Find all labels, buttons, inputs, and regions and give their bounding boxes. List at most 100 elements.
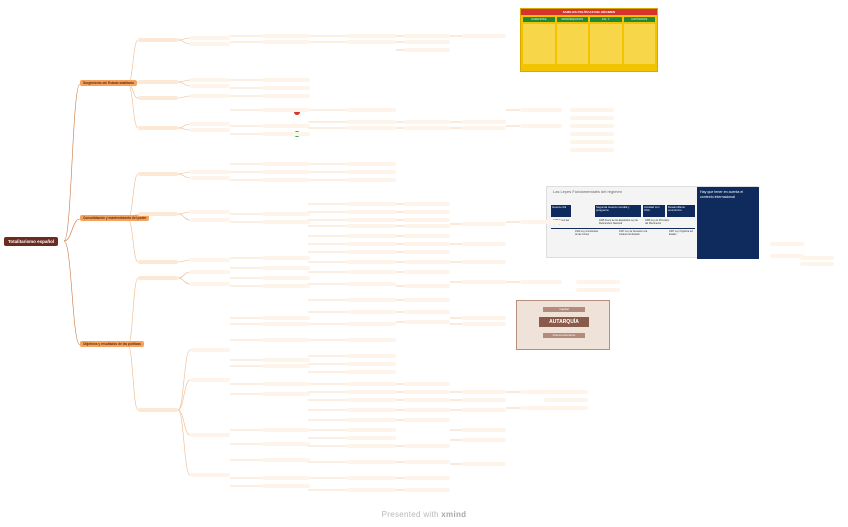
leaf-topic[interactable] [462, 438, 506, 442]
leaf-topic[interactable] [570, 116, 614, 120]
leaf-topic[interactable] [404, 444, 450, 448]
leaf-topic[interactable] [544, 390, 588, 394]
leaf-topic[interactable] [544, 398, 588, 402]
leaf-topic[interactable] [462, 462, 506, 466]
leaf-topic[interactable] [262, 94, 310, 98]
subtopic[interactable] [138, 126, 178, 130]
subtopic[interactable] [138, 38, 178, 42]
subtopic[interactable] [138, 260, 178, 264]
leaf-topic[interactable] [346, 370, 396, 374]
leaf-topic[interactable] [262, 284, 310, 288]
leaf-topic[interactable] [404, 218, 450, 222]
leaf-topic[interactable] [346, 338, 396, 342]
leaf-topic[interactable] [262, 256, 310, 260]
leaf-topic[interactable] [570, 132, 614, 136]
leaf-topic[interactable] [190, 176, 230, 180]
leaf-topic[interactable] [462, 428, 506, 432]
leaf-topic[interactable] [520, 406, 562, 410]
leaf-topic[interactable] [346, 460, 396, 464]
leaf-topic[interactable] [404, 460, 450, 464]
leaf-topic[interactable] [262, 322, 310, 326]
leaf-topic[interactable] [462, 322, 506, 326]
leaf-topic[interactable] [346, 436, 396, 440]
leaf-topic[interactable] [190, 94, 230, 98]
leaf-topic[interactable] [462, 398, 506, 402]
leaf-topic[interactable] [800, 262, 834, 266]
leaf-topic[interactable] [346, 282, 396, 286]
leaf-topic[interactable] [404, 48, 450, 52]
leaf-topic[interactable] [190, 270, 230, 274]
leaf-topic[interactable] [262, 358, 310, 362]
leaf-topic[interactable] [462, 260, 506, 264]
leaf-topic[interactable] [404, 284, 450, 288]
leaf-topic[interactable] [346, 418, 396, 422]
leaf-topic[interactable] [404, 320, 450, 324]
leaf-topic[interactable] [190, 122, 230, 126]
leaf-topic[interactable] [462, 120, 506, 124]
leaf-topic[interactable] [262, 382, 310, 386]
leaf-topic[interactable] [346, 234, 396, 238]
leaf-topic[interactable] [346, 218, 396, 222]
leaf-topic[interactable] [346, 224, 396, 228]
leaf-topic[interactable] [190, 84, 230, 88]
leaf-topic[interactable] [404, 120, 450, 124]
leaf-topic[interactable] [190, 210, 230, 214]
leaf-topic[interactable] [190, 433, 230, 437]
leaf-topic[interactable] [404, 408, 450, 412]
subtopic[interactable] [138, 96, 178, 100]
leaf-topic[interactable] [262, 178, 310, 182]
leaf-topic[interactable] [346, 170, 396, 174]
leaf-topic[interactable] [770, 242, 804, 246]
leaf-topic[interactable] [576, 280, 620, 284]
subtopic[interactable] [138, 408, 178, 412]
leaf-topic[interactable] [404, 390, 450, 394]
leaf-topic[interactable] [346, 382, 396, 386]
leaf-topic[interactable] [262, 428, 310, 432]
leaf-topic[interactable] [346, 298, 396, 302]
leaf-topic[interactable] [462, 222, 506, 226]
footer-brand[interactable]: xmind [441, 510, 467, 519]
leaf-topic[interactable] [346, 310, 396, 314]
leaf-topic[interactable] [262, 316, 310, 320]
leaf-topic[interactable] [462, 390, 506, 394]
branch-surgimiento[interactable]: Surgimiento del Estado totalitario [80, 80, 138, 86]
leaf-topic[interactable] [462, 408, 506, 412]
leaf-topic[interactable] [570, 148, 614, 152]
leaf-topic[interactable] [346, 178, 396, 182]
leaf-topic[interactable] [262, 162, 310, 166]
leaf-topic[interactable] [190, 473, 230, 477]
leaf-topic[interactable] [262, 442, 310, 446]
leaf-topic[interactable] [190, 170, 230, 174]
branch-consolidacion[interactable]: Consolidación y mantenimiento del poder [80, 215, 150, 221]
leaf-topic[interactable] [404, 398, 450, 402]
leaf-topic[interactable] [346, 398, 396, 402]
leaf-topic[interactable] [346, 390, 396, 394]
leaf-topic[interactable] [404, 202, 450, 206]
branch-objetivos[interactable]: Objetivos y resultados de las políticas [80, 341, 144, 347]
leaf-topic[interactable] [346, 108, 396, 112]
subtopic[interactable] [138, 80, 178, 84]
leaf-topic[interactable] [346, 210, 396, 214]
leaf-topic[interactable] [570, 108, 614, 112]
leaf-topic[interactable] [190, 218, 230, 222]
leaf-topic[interactable] [520, 390, 562, 394]
leaf-topic[interactable] [346, 34, 396, 38]
subtopic[interactable] [138, 212, 178, 216]
leaf-topic[interactable] [462, 316, 506, 320]
leaf-topic[interactable] [262, 484, 310, 488]
leaf-topic[interactable] [570, 140, 614, 144]
leaf-topic[interactable] [190, 282, 230, 286]
leaf-topic[interactable] [462, 34, 506, 38]
leaf-topic[interactable] [404, 382, 450, 386]
leaf-topic[interactable] [346, 126, 396, 130]
leaf-topic[interactable] [190, 258, 230, 262]
leaf-topic[interactable] [346, 250, 396, 254]
leaf-topic[interactable] [262, 392, 310, 396]
leaf-topic[interactable] [404, 488, 450, 492]
leaf-topic[interactable] [346, 444, 396, 448]
leaf-topic[interactable] [262, 86, 310, 90]
leaf-topic[interactable] [190, 42, 230, 46]
leaf-topic[interactable] [800, 256, 834, 260]
leaf-topic[interactable] [346, 476, 396, 480]
leaf-topic[interactable] [262, 124, 310, 128]
